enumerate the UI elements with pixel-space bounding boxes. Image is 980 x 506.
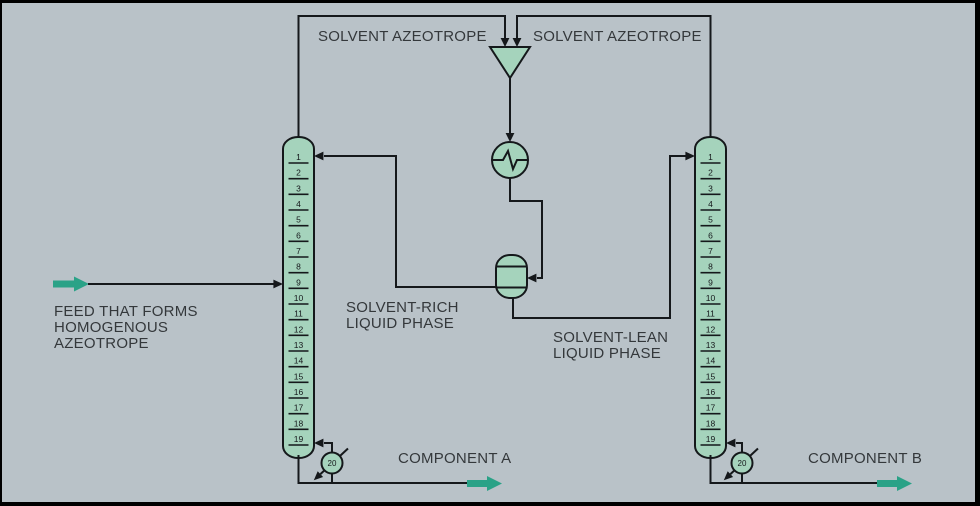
arrow-into-right-column-top bbox=[685, 151, 695, 161]
left-bottoms-pipe bbox=[297, 455, 467, 484]
tray-number: 9 bbox=[296, 277, 301, 287]
tray-number: 12 bbox=[294, 324, 304, 334]
label-feed-line3: AZEOTROPE bbox=[54, 335, 149, 352]
arrow-into-left-column-top bbox=[314, 151, 324, 161]
tray-number: 17 bbox=[294, 403, 304, 413]
tray-number: 13 bbox=[706, 340, 716, 350]
tray-number: 14 bbox=[294, 356, 304, 366]
decanter-vessel bbox=[495, 254, 528, 299]
label-solvent-rich-line1: SOLVENT-RICH bbox=[346, 299, 459, 316]
right-column-tray-numbers: 1 2 3 4 5 6 7 8 9 10 11 12 13 14 15 16 1… bbox=[706, 152, 716, 444]
mixer-triangle-icon bbox=[488, 46, 532, 80]
arrow-into-mixer-right bbox=[512, 38, 522, 47]
label-solvent-lean-line1: SOLVENT-LEAN bbox=[553, 329, 668, 346]
tray-number: 6 bbox=[708, 230, 713, 240]
label-solvent-lean-line2: LIQUID PHASE bbox=[553, 345, 661, 362]
condenser-zigzag-icon bbox=[492, 148, 528, 172]
frame-right bbox=[975, 0, 980, 506]
label-solvent-lean: SOLVENT-LEAN LIQUID PHASE bbox=[553, 329, 668, 362]
right-column-tray-lines bbox=[700, 162, 721, 446]
tray-number: 17 bbox=[706, 403, 716, 413]
right-reboiler-stage-number: 20 bbox=[738, 459, 747, 468]
right-boilup-pipe bbox=[736, 442, 743, 453]
overhead-vapor-pipe-left bbox=[297, 15, 506, 140]
tray-number: 7 bbox=[708, 246, 713, 256]
tray-number: 12 bbox=[706, 324, 716, 334]
tray-number: 10 bbox=[294, 293, 304, 303]
component-a-stream-arrow bbox=[467, 476, 502, 491]
decanter-phase-lines bbox=[496, 265, 527, 289]
tray-number: 5 bbox=[708, 215, 713, 225]
frame-top bbox=[0, 0, 980, 3]
tray-number: 19 bbox=[706, 434, 716, 444]
tray-number: 4 bbox=[296, 199, 301, 209]
arrow-into-mixer-left bbox=[500, 38, 510, 47]
solvent-lean-pipe bbox=[512, 155, 686, 319]
tray-number: 3 bbox=[296, 183, 301, 193]
label-feed: FEED THAT FORMS HOMOGENOUS AZEOTROPE bbox=[54, 303, 198, 352]
arrow-reboiler-left bbox=[313, 471, 324, 481]
arrow-reboiler-right bbox=[723, 471, 734, 481]
overhead-vapor-pipe-right bbox=[516, 15, 712, 140]
tray-number: 8 bbox=[708, 262, 713, 272]
arrow-into-condenser bbox=[505, 133, 515, 142]
tray-number: 18 bbox=[294, 418, 304, 428]
tray-number: 3 bbox=[708, 183, 713, 193]
frame-bottom bbox=[0, 502, 980, 506]
arrow-into-decanter bbox=[527, 273, 537, 283]
tray-number: 13 bbox=[294, 340, 304, 350]
tray-number: 2 bbox=[708, 168, 713, 178]
label-solvent-rich: SOLVENT-RICH LIQUID PHASE bbox=[346, 299, 459, 332]
tray-number: 19 bbox=[294, 434, 304, 444]
label-solvent-rich-line2: LIQUID PHASE bbox=[346, 315, 454, 332]
frame-left bbox=[0, 0, 2, 506]
left-column-tray-numbers: 1 2 3 4 5 6 7 8 9 10 11 12 13 14 15 16 1… bbox=[294, 152, 304, 444]
tray-number: 9 bbox=[708, 277, 713, 287]
tray-number: 2 bbox=[296, 168, 301, 178]
tray-number: 14 bbox=[706, 356, 716, 366]
tray-number: 15 bbox=[294, 371, 304, 381]
tray-number: 7 bbox=[296, 246, 301, 256]
tray-number: 18 bbox=[706, 418, 716, 428]
tray-number: 6 bbox=[296, 230, 301, 240]
tray-number: 16 bbox=[706, 387, 716, 397]
tray-number: 15 bbox=[706, 371, 716, 381]
tray-number: 1 bbox=[296, 152, 301, 162]
arrow-boilup-right bbox=[726, 438, 736, 448]
label-component-a: COMPONENT A bbox=[398, 450, 511, 467]
tray-number: 4 bbox=[708, 199, 713, 209]
left-column-tray-lines bbox=[288, 162, 309, 446]
label-component-b: COMPONENT B bbox=[808, 450, 922, 467]
pipe-condenser-to-decanter bbox=[509, 178, 543, 279]
tray-number: 11 bbox=[706, 309, 715, 319]
left-boilup-pipe bbox=[324, 442, 333, 453]
right-reboiler-stage-circle bbox=[730, 451, 754, 475]
tray-number: 1 bbox=[708, 152, 713, 162]
label-solvent-azeotrope-right: SOLVENT AZEOTROPE bbox=[533, 28, 702, 45]
solvent-rich-pipe bbox=[324, 155, 496, 288]
arrow-into-left-column-feed bbox=[273, 279, 283, 289]
right-bottoms-pipe bbox=[709, 455, 877, 484]
label-feed-line1: FEED THAT FORMS bbox=[54, 303, 198, 320]
tray-number: 11 bbox=[294, 309, 303, 319]
label-solvent-azeotrope-left: SOLVENT AZEOTROPE bbox=[318, 28, 487, 45]
arrow-boilup-left bbox=[314, 438, 324, 448]
tray-number: 8 bbox=[296, 262, 301, 272]
tray-number: 10 bbox=[706, 293, 716, 303]
left-reboiler-stage-number: 20 bbox=[328, 459, 337, 468]
tray-number: 5 bbox=[296, 215, 301, 225]
label-feed-line2: HOMOGENOUS bbox=[54, 319, 168, 336]
left-reboiler-stage-circle bbox=[320, 451, 344, 475]
feed-stream-arrow bbox=[53, 276, 89, 292]
component-b-stream-arrow bbox=[877, 476, 912, 491]
tray-number: 16 bbox=[294, 387, 304, 397]
